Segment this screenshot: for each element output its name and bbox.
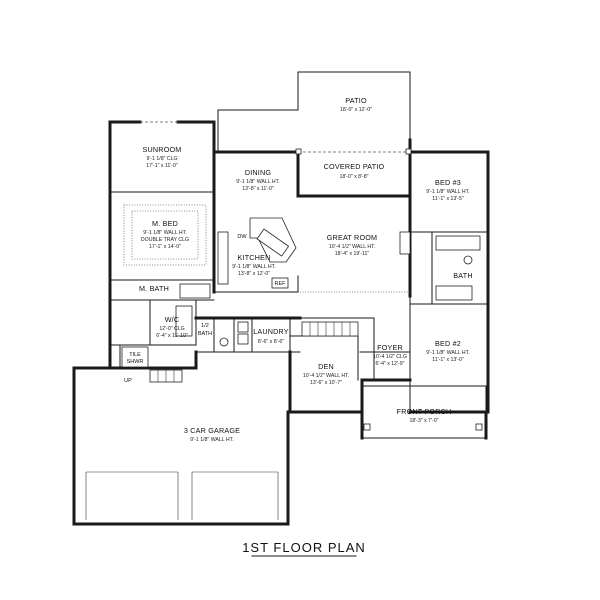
- front-porch-name: FRONT PORCH: [397, 407, 452, 416]
- patio-name: PATIO: [345, 96, 367, 105]
- half-bath-toilet: [219, 337, 229, 347]
- front-porch-dims: 18'-3" x 7'-0": [409, 418, 438, 424]
- tile-shower-name: TILE: [129, 352, 141, 358]
- plan-title: 1ST FLOOR PLAN: [242, 540, 366, 555]
- great-room-dims: 18'-4" x 19'-11": [335, 251, 370, 257]
- porch-post: [363, 423, 371, 431]
- bed2-name: BED #2: [435, 339, 461, 348]
- sunroom-clg: 9'-1 1/8" CLG: [146, 156, 177, 162]
- dining-wallht: 9'-1 1/8" WALL HT.: [236, 179, 279, 185]
- great-room-name: GREAT ROOM: [327, 233, 377, 242]
- patio-post: [295, 148, 302, 155]
- bed3-dims: 11'-1" x 13'-5": [432, 196, 464, 202]
- porch-post: [475, 423, 483, 431]
- dw-tag: DW: [237, 234, 247, 240]
- ref-tag: REF: [275, 281, 287, 287]
- up-tag: UP: [124, 378, 132, 384]
- garage-steps: [149, 369, 183, 383]
- tile-shower: [121, 346, 149, 368]
- kitchen-name: KITCHEN: [238, 253, 271, 262]
- bed3-name: BED #3: [435, 178, 461, 187]
- mbath-tub: [175, 305, 193, 337]
- mbed-wallht: 9'-1 1/8" WALL HT.: [143, 230, 186, 236]
- half-bath-name: 1/2: [201, 323, 209, 329]
- fireplace: [399, 231, 411, 255]
- bath-toilet: [463, 255, 473, 265]
- covered-patio-name: COVERED PATIO: [324, 162, 385, 171]
- wic-clg: 12'-0" CLG: [159, 326, 184, 332]
- kitchen-island: [256, 228, 290, 257]
- laundry-name: LAUNDRY: [253, 327, 289, 336]
- mbed-dims: 17'-1" x 14'-0": [149, 244, 181, 250]
- wic-name: W/C: [165, 315, 180, 324]
- foyer-name: FOYER: [377, 343, 403, 352]
- dining-dims: 13'-8" x 11'-0": [242, 186, 274, 192]
- tile-shower-sub: SHWR: [127, 359, 144, 365]
- covered-patio-dims: 18'-0" x 8'-8": [339, 174, 368, 180]
- laundry-dryer: [237, 333, 249, 345]
- fixtures: [121, 148, 483, 431]
- walls: [72, 71, 490, 526]
- bath-tub: [435, 235, 481, 251]
- dining-name: DINING: [245, 168, 272, 177]
- den-name: DEN: [318, 362, 334, 371]
- garage-wallht: 9'-1 1/8" WALL HT.: [190, 437, 233, 443]
- laundry-dims: 8'-6" x 8'-6": [258, 339, 284, 345]
- great-room-wallht: 10'-4 1/2" WALL HT.: [329, 244, 375, 250]
- stairs: [301, 321, 359, 337]
- foyer-dims: 6'-4" x 12'-9": [375, 361, 404, 367]
- kitchen-side-counter: [217, 231, 229, 285]
- mbed-tray: DOUBLE TRAY CLG: [141, 237, 189, 243]
- sunroom-name: SUNROOM: [143, 145, 182, 154]
- wic-dims: 6'-4" x 11'-10": [156, 333, 188, 339]
- patio-dims: 18'-0" x 12'-0": [340, 107, 372, 113]
- den-dims: 13'-6" x 10'-7": [310, 380, 342, 386]
- room-labels: PATIO 18'-0" x 12'-0" SUNROOM 9'-1 1/8" …: [124, 96, 473, 557]
- mbath-name: M. BATH: [139, 284, 169, 293]
- bed2-wallht: 9'-1 1/8" WALL HT.: [426, 350, 469, 356]
- laundry-washer: [237, 321, 249, 333]
- foyer-clg: 10'-4 1/2" CLG: [373, 354, 407, 360]
- patio-post: [405, 148, 412, 155]
- sunroom-dims: 17'-1" x 11'-0": [146, 163, 178, 169]
- kitchen-dims: 13'-8" x 12'-0": [238, 271, 270, 277]
- garage-name: 3 CAR GARAGE: [184, 426, 240, 435]
- kitchen-wallht: 9'-1 1/8" WALL HT.: [232, 264, 275, 270]
- mbed-name: M. BED: [152, 219, 178, 228]
- den-wallht: 10'-4 1/2" WALL HT.: [303, 373, 349, 379]
- ref-box: [271, 277, 289, 289]
- half-bath-sub: BATH: [198, 331, 212, 337]
- bed2-dims: 11'-1" x 13'-0": [432, 357, 464, 363]
- bed3-wallht: 9'-1 1/8" WALL HT.: [426, 189, 469, 195]
- bath-name: BATH: [453, 271, 472, 280]
- bath-vanity: [435, 285, 473, 301]
- mbath-vanity: [179, 283, 211, 299]
- tray-ceiling: [123, 204, 207, 266]
